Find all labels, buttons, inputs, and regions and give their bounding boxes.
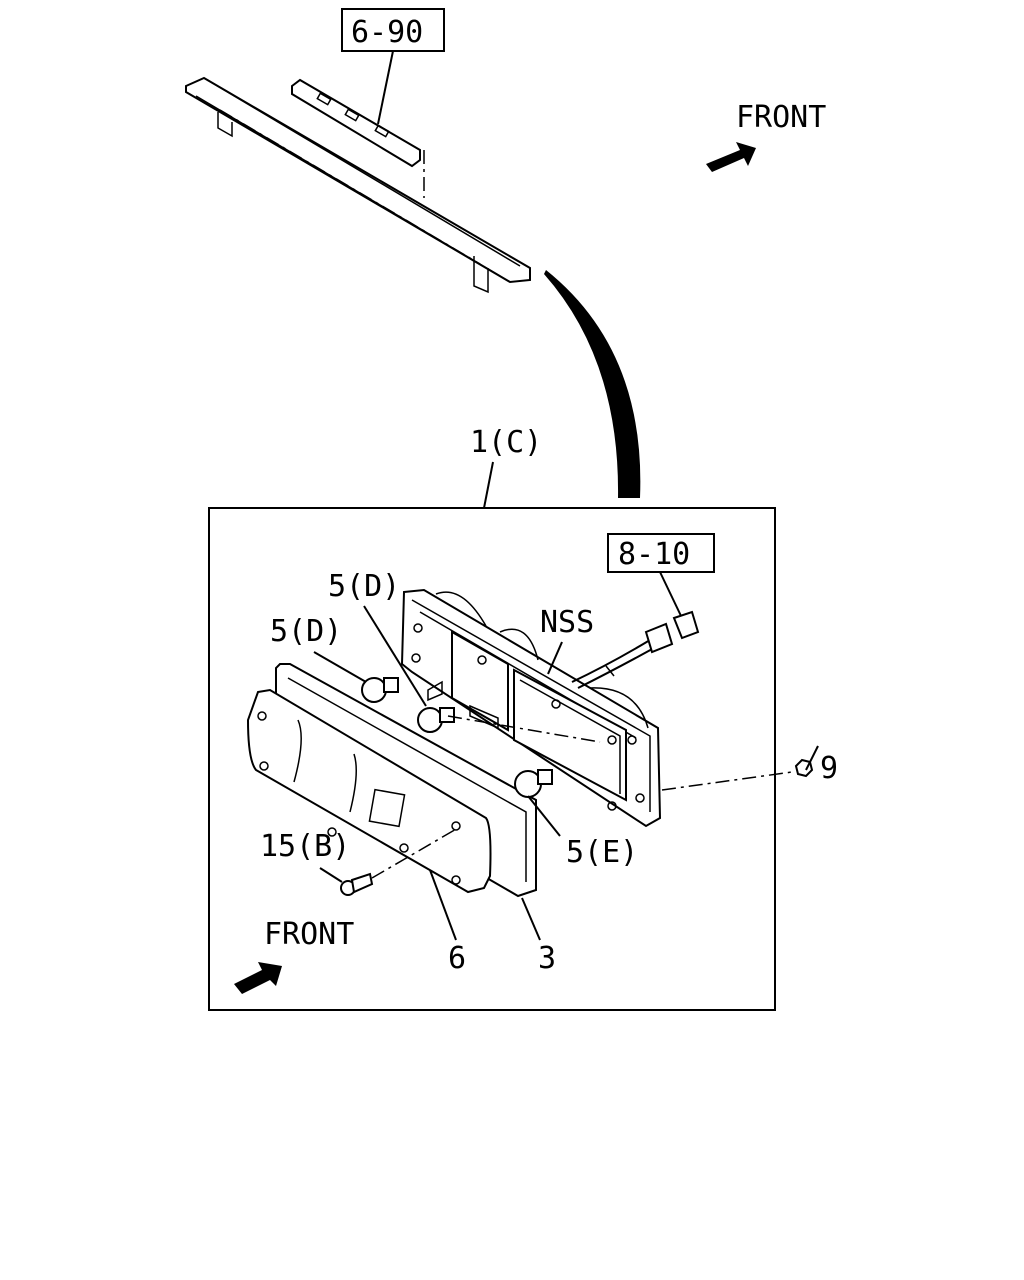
bulb-d-upper-icon	[417, 707, 455, 733]
axis-screw	[371, 827, 459, 879]
label-lens: 6	[448, 941, 466, 976]
front-arrow-top-icon	[706, 142, 756, 172]
front-label-top: FRONT	[736, 100, 826, 135]
lens	[246, 688, 492, 894]
label-gasket: 3	[538, 941, 556, 976]
reference-box-8-10[interactable]: 8-10	[607, 533, 715, 573]
ref-6-90-label: 6-90	[351, 15, 423, 50]
label-bulb-e: 5(E)	[566, 835, 638, 870]
callout-curve	[544, 270, 641, 498]
leader-assembly	[483, 461, 494, 509]
label-nss: NSS	[540, 605, 594, 640]
bracket-assembly	[185, 76, 531, 294]
label-nut: 9	[820, 751, 838, 786]
lamp-housing	[400, 588, 662, 828]
front-label-bottom: FRONT	[264, 917, 354, 952]
leader-6-90	[377, 50, 394, 125]
leader-nut	[805, 745, 819, 771]
reference-box-6-90[interactable]: 6-90	[341, 8, 445, 52]
leader-nss	[547, 641, 563, 675]
assembly-label: 1(C)	[470, 425, 542, 460]
leader-screw	[319, 867, 343, 883]
front-arrow-bottom-icon	[234, 962, 282, 994]
wire-harness	[571, 610, 700, 689]
bulb-d-left-icon	[361, 677, 399, 703]
leader-gasket	[521, 897, 541, 941]
leader-bulb-e	[527, 795, 561, 837]
leader-lens	[429, 869, 457, 941]
axis-bulb	[447, 715, 601, 743]
bulb-e-icon	[514, 769, 553, 798]
axis-nut	[661, 771, 793, 791]
label-bulb-d-upper: 5(D)	[328, 569, 400, 604]
leader-8-10	[659, 571, 683, 619]
leader-bulb-d-upper	[363, 605, 427, 707]
label-bulb-d-left: 5(D)	[270, 614, 342, 649]
label-screw: 15(B)	[260, 829, 350, 864]
screw-icon	[340, 872, 374, 896]
leader-bulb-d-left	[313, 651, 367, 683]
ref-8-10-label: 8-10	[618, 537, 690, 572]
detail-frame	[208, 507, 776, 1011]
